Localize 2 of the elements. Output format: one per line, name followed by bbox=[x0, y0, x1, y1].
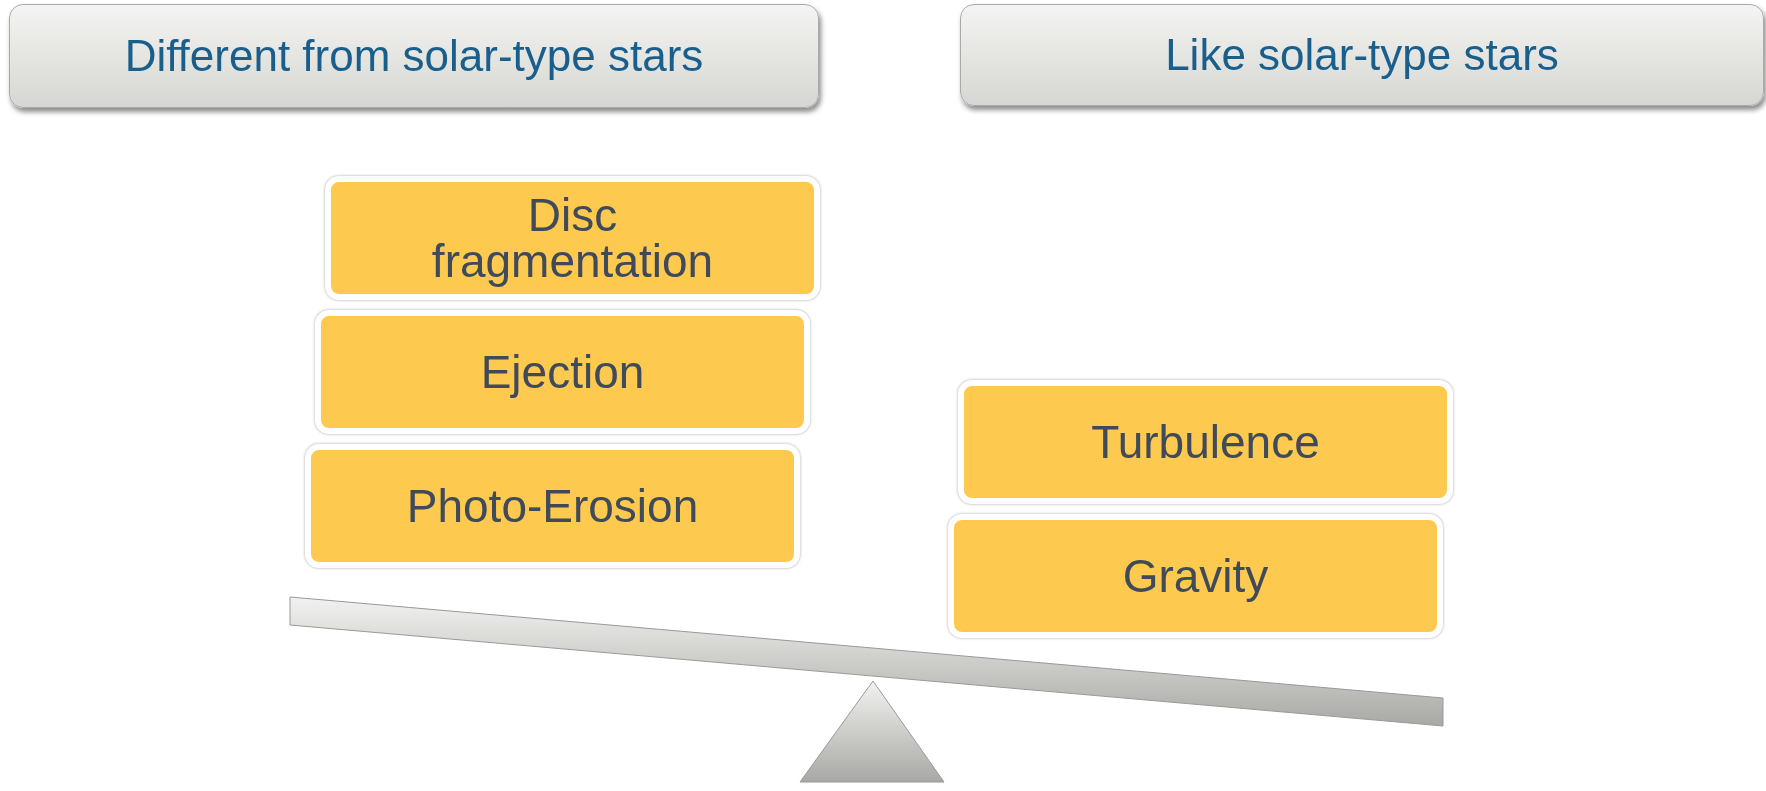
heading-box: Different from solar-type stars bbox=[9, 4, 819, 108]
heading-box: Like solar-type stars bbox=[960, 4, 1764, 106]
